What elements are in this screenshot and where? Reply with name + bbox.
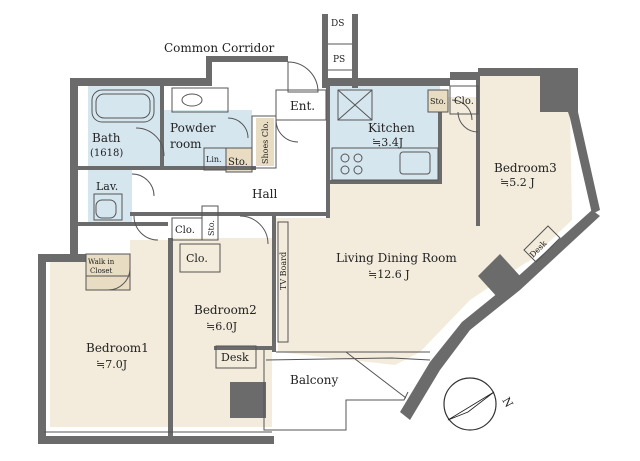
door-lav <box>131 173 155 197</box>
wall-hall-lower <box>130 212 330 216</box>
common-corridor-label: Common Corridor <box>164 41 275 55</box>
wall-bed3-left <box>476 76 480 226</box>
bedroom3-floor <box>478 75 572 262</box>
wall-bed1-bed2 <box>168 238 173 438</box>
balcony-label: Balcony <box>290 373 338 387</box>
linework <box>44 43 561 433</box>
closet-label: Closet <box>90 267 113 275</box>
bedroom2-size: ≒6.0J <box>206 320 237 333</box>
sto-bed2-label: Sto. <box>207 220 216 236</box>
door-bed1 <box>133 215 159 241</box>
balcony-outline <box>263 350 409 431</box>
compass: N <box>443 377 516 431</box>
wall-lav-bottom <box>78 222 168 226</box>
desk-bed3 <box>523 225 561 263</box>
powder-label-2: room <box>170 137 202 151</box>
wall-top-mid <box>206 56 288 62</box>
kitchen-sto-label: Sto. <box>430 97 446 106</box>
wall-top-right2 <box>450 72 480 80</box>
wall-ds-left <box>322 14 328 88</box>
column-bed3-corner <box>540 76 578 112</box>
kitchen-label: Kitchen <box>368 121 415 135</box>
ps-label: PS <box>333 55 345 65</box>
door-hall-shoes <box>275 119 299 143</box>
column-living-right <box>478 254 520 298</box>
wall-powder-bottom <box>164 166 256 170</box>
entrance-label: Ent. <box>290 99 315 113</box>
wall-bed2-desk <box>214 346 276 350</box>
living-size: ≒12.6 J <box>368 268 410 281</box>
washer <box>93 193 123 221</box>
north-label: N <box>499 395 515 410</box>
wall-left-step <box>40 254 86 262</box>
wall-top-left <box>70 78 210 86</box>
tv-board-label: TV Board <box>279 252 288 290</box>
powder-sink <box>171 87 229 113</box>
wall-left-lower <box>38 254 46 444</box>
powder-label: Powder <box>170 121 216 135</box>
bedroom3-size: ≒5.2 J <box>500 176 535 189</box>
hall-label: Hall <box>252 187 277 201</box>
wall-bath-right <box>160 86 164 170</box>
door-entrance <box>287 61 319 93</box>
wall-left-upper <box>70 78 78 258</box>
wall-top-right <box>328 78 450 86</box>
wall-kitchen-left <box>326 86 330 218</box>
kitchen-hood <box>337 89 373 121</box>
walls <box>38 14 600 444</box>
kitchen-sto-floor <box>428 90 448 112</box>
door-bath <box>135 127 165 157</box>
tv-board <box>277 221 289 343</box>
bath-floor <box>88 86 164 168</box>
kitchen-size: ≒3.4J <box>372 136 403 149</box>
walk-in-label: Walk in <box>88 258 115 266</box>
bath-size: (1618) <box>90 148 123 159</box>
lav-floor <box>88 170 132 225</box>
door-bed2 <box>239 215 269 245</box>
lav-label: Lav. <box>96 180 118 193</box>
bedroom1-label: Bedroom1 <box>86 341 149 355</box>
wall-ds-right <box>352 14 358 88</box>
column-left-top <box>70 254 86 262</box>
column-balcony <box>230 382 266 418</box>
labels: Common Corridor DS PS Ent. Kitchen ≒3.4J… <box>86 19 557 387</box>
wall-bath-bottom <box>78 166 168 170</box>
wall-kitchen-right <box>438 112 442 184</box>
lin-label: Lin. <box>206 155 222 164</box>
bathtub <box>91 89 155 123</box>
wall-corridor-jog <box>206 56 212 86</box>
ds-label: DS <box>331 19 344 29</box>
wall-right-diagonal <box>568 112 600 214</box>
living-label: Living Dining Room <box>336 251 457 265</box>
clo-bed2a-label: Clo. <box>175 225 195 236</box>
wall-kitchen-bottom <box>330 180 440 184</box>
desk-bed2-label: Desk <box>221 351 249 364</box>
door-walkin <box>107 267 131 291</box>
clo-bed2b-label: Clo. <box>186 252 208 265</box>
clo-bed3-label: Clo. <box>454 96 474 107</box>
kitchen-counter <box>331 147 439 181</box>
door-bed3 <box>457 111 479 133</box>
desk-bed2 <box>215 345 257 369</box>
bedroom1-size: ≒7.0J <box>96 358 127 371</box>
compass-ring <box>443 377 497 431</box>
shoes-clo-label: Shoes Clo. <box>261 121 270 164</box>
entrance-box <box>275 89 327 121</box>
bedroom3-label: Bedroom3 <box>494 161 557 175</box>
bath-label: Bath <box>92 131 121 145</box>
wall-bottom <box>38 436 274 444</box>
door-powder <box>227 117 249 139</box>
door-kitchen-clo <box>451 99 473 121</box>
shoes-closet-floor <box>256 118 274 166</box>
kitchen-floor <box>330 86 440 182</box>
wall-bed3-top <box>478 68 578 76</box>
wall-bed2-right <box>272 216 276 352</box>
wall-right-lower-diag <box>400 210 600 420</box>
bedroom1-upper-floor <box>130 240 172 262</box>
kitchen-sink <box>399 151 431 175</box>
room-fills <box>50 70 572 427</box>
bedroom2-label: Bedroom2 <box>194 303 257 317</box>
sto-hall-label: Sto. <box>228 157 248 168</box>
